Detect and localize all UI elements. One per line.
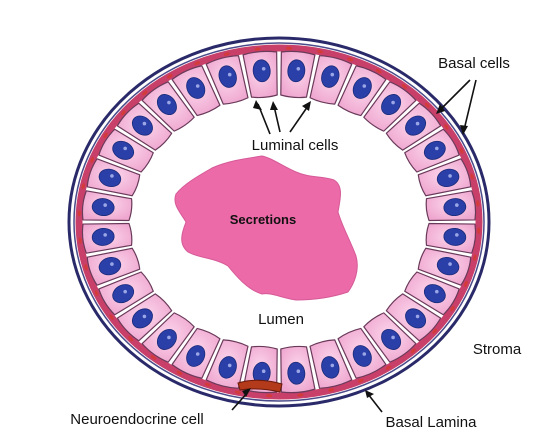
- nucleolus: [262, 369, 266, 373]
- nucleolus: [448, 174, 452, 178]
- nucleolus: [391, 101, 395, 105]
- luminal-arrow-right: [290, 106, 308, 132]
- nucleolus: [103, 233, 107, 237]
- luminal-arrowhead-left: [253, 100, 262, 110]
- secretions-label: Secretions: [230, 212, 296, 227]
- basal-arrow-lower: [464, 80, 476, 130]
- nucleolus: [330, 73, 334, 77]
- nucleolus: [167, 336, 171, 340]
- nucleolus: [435, 147, 439, 151]
- basal-lamina-label: Basal Lamina: [386, 414, 478, 431]
- nucleolus: [391, 336, 395, 340]
- basal-arrow-upper: [440, 80, 470, 110]
- nucleolus: [330, 364, 334, 368]
- nucleolus: [103, 203, 107, 207]
- nucleolus: [297, 369, 301, 373]
- basal-lamina-arrow: [368, 394, 382, 412]
- nucleolus: [455, 203, 459, 207]
- nucleolus: [228, 73, 232, 77]
- nucleolus: [435, 290, 439, 294]
- neuroendocrine-cell-label: Neuroendocrine cell: [70, 411, 203, 428]
- nucleolus: [196, 352, 200, 356]
- secretions-blob: [175, 156, 357, 300]
- nucleolus: [228, 364, 232, 368]
- luminal-arrowhead-mid: [270, 101, 278, 110]
- nucleolus: [110, 174, 114, 178]
- basal-cells-label: Basal cells: [438, 55, 510, 72]
- nucleolus: [455, 233, 459, 237]
- luminal-cells-label: Luminal cells: [252, 137, 339, 154]
- nucleolus: [167, 101, 171, 105]
- lumen-label: Lumen: [258, 311, 304, 328]
- nucleolus: [143, 122, 147, 126]
- nucleolus: [110, 262, 114, 266]
- nucleolus: [297, 67, 301, 71]
- nucleolus: [123, 290, 127, 294]
- nucleolus: [143, 315, 147, 319]
- stroma-label: Stroma: [473, 341, 522, 358]
- nucleolus: [123, 147, 127, 151]
- nucleolus: [448, 262, 452, 266]
- nucleolus: [196, 84, 200, 88]
- nucleolus: [262, 67, 266, 71]
- nucleolus: [362, 352, 366, 356]
- nucleolus: [362, 84, 366, 88]
- nucleolus: [416, 122, 420, 126]
- nucleolus: [416, 315, 420, 319]
